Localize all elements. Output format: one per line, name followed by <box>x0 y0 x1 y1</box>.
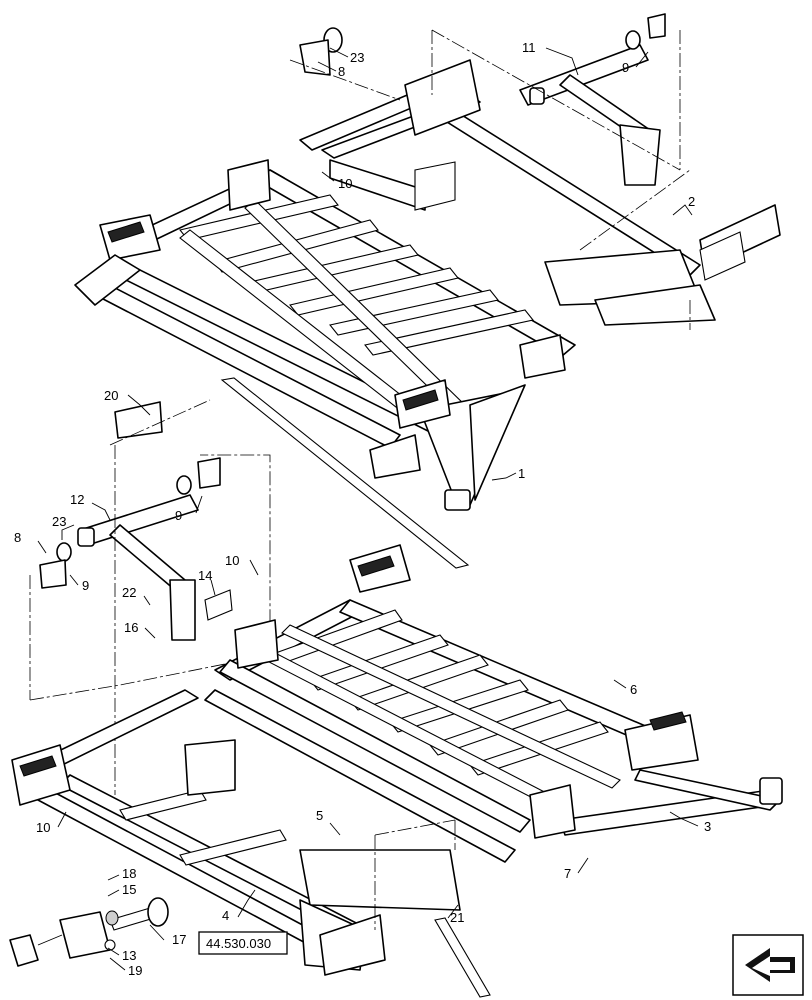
callout-9-top: 9 <box>622 60 629 75</box>
callout-23-top: 23 <box>350 50 364 65</box>
callout-4: 4 <box>222 908 229 923</box>
callout-5: 5 <box>316 808 323 823</box>
callout-23-mid: 23 <box>52 514 66 529</box>
callout-10-top: 10 <box>338 176 352 191</box>
callout-16: 16 <box>124 620 138 635</box>
callout-3: 3 <box>704 819 711 834</box>
callout-12: 12 <box>70 492 84 507</box>
callout-17: 17 <box>172 932 186 947</box>
callout-8-top: 8 <box>338 64 345 79</box>
top-hitch-assembly <box>289 13 781 330</box>
callout-numbers: 23 8 11 9 10 2 1 20 12 23 9 8 9 10 14 22… <box>14 40 711 978</box>
lower-rear-frame <box>11 689 491 998</box>
callout-1: 1 <box>518 466 525 481</box>
callout-13: 13 <box>122 948 136 963</box>
callout-9-low: 9 <box>82 578 89 593</box>
callout-6: 6 <box>630 682 637 697</box>
callout-19: 19 <box>128 963 142 978</box>
callout-20: 20 <box>104 388 118 403</box>
callout-11: 11 <box>522 40 536 55</box>
callout-10-low: 10 <box>36 820 50 835</box>
upper-main-frame <box>74 159 576 569</box>
jack-assembly <box>9 897 169 967</box>
reference-box[interactable]: 44.530.030 <box>198 931 288 955</box>
callout-14: 14 <box>198 568 212 583</box>
callout-2: 2 <box>688 194 695 209</box>
lower-main-frame <box>204 544 783 863</box>
middle-hitch-assembly <box>29 399 271 795</box>
callout-15: 15 <box>122 882 136 897</box>
next-page-arrow-icon[interactable] <box>732 934 804 996</box>
callout-7: 7 <box>564 866 571 881</box>
callout-9-mid: 9 <box>175 508 182 523</box>
callout-21: 21 <box>450 910 464 925</box>
callout-18: 18 <box>122 866 136 881</box>
callout-leaders <box>37 47 699 971</box>
callout-8-mid: 8 <box>14 530 21 545</box>
callout-22: 22 <box>122 585 136 600</box>
callout-10-mid: 10 <box>225 553 239 568</box>
reference-number: 44.530.030 <box>206 936 271 951</box>
